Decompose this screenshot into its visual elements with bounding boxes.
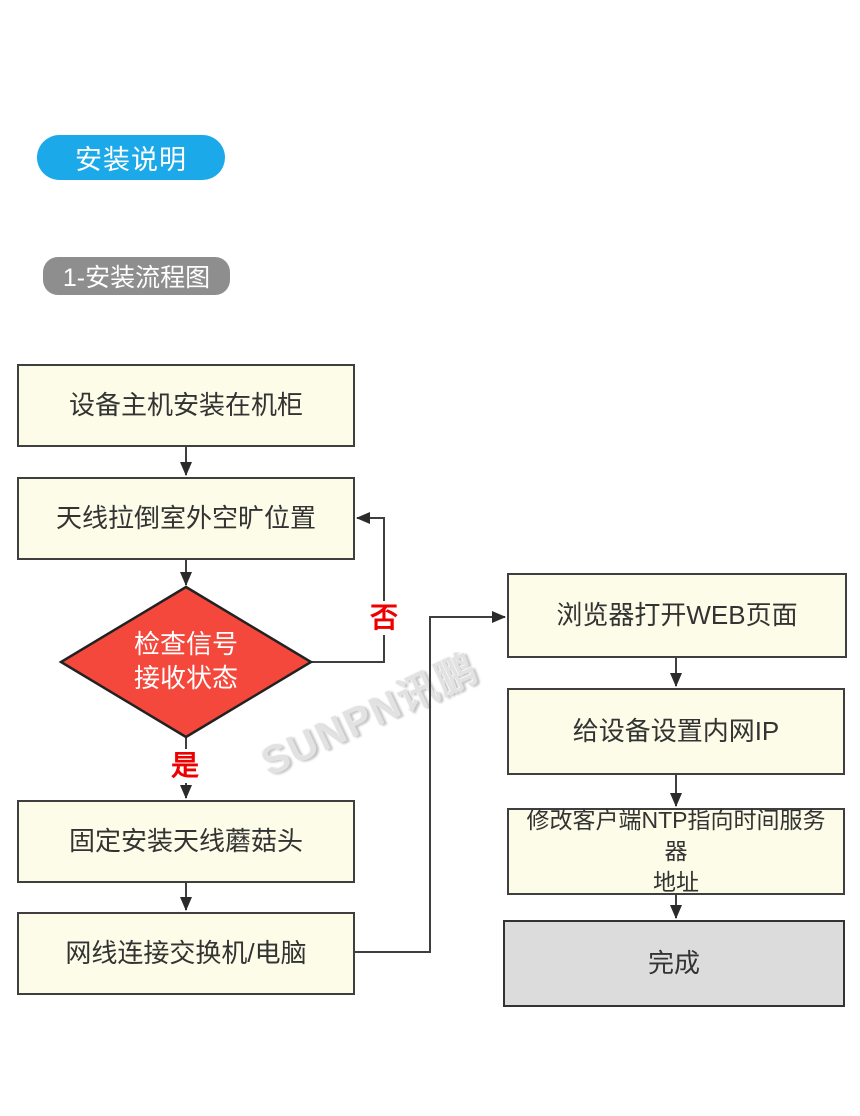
decision-diamond-shape [58,585,314,739]
edge-check-no-return [311,512,385,663]
subsection-badge: 1-安装流程图 [43,257,230,295]
flow-node-set-ip: 给设备设置内网IP [507,688,845,775]
flow-node-fix-antenna: 固定安装天线蘑菇头 [17,800,355,883]
edge-label-yes: 是 [165,749,205,783]
flow-node-done: 完成 [503,920,845,1007]
flow-node-antenna-outdoor: 天线拉倒室外空旷位置 [17,477,355,560]
flow-node-connect-network: 网线连接交换机/电脑 [17,912,355,995]
edge-label-no: 否 [364,601,404,635]
flow-node-install-host: 设备主机安装在机柜 [17,364,355,447]
flow-node-set-ntp: 修改客户端NTP指向时间服务器 地址 [507,807,845,895]
edge-network-to-web [354,611,506,953]
flow-node-open-web: 浏览器打开WEB页面 [507,573,847,658]
section-badge: 安装说明 [37,135,225,180]
